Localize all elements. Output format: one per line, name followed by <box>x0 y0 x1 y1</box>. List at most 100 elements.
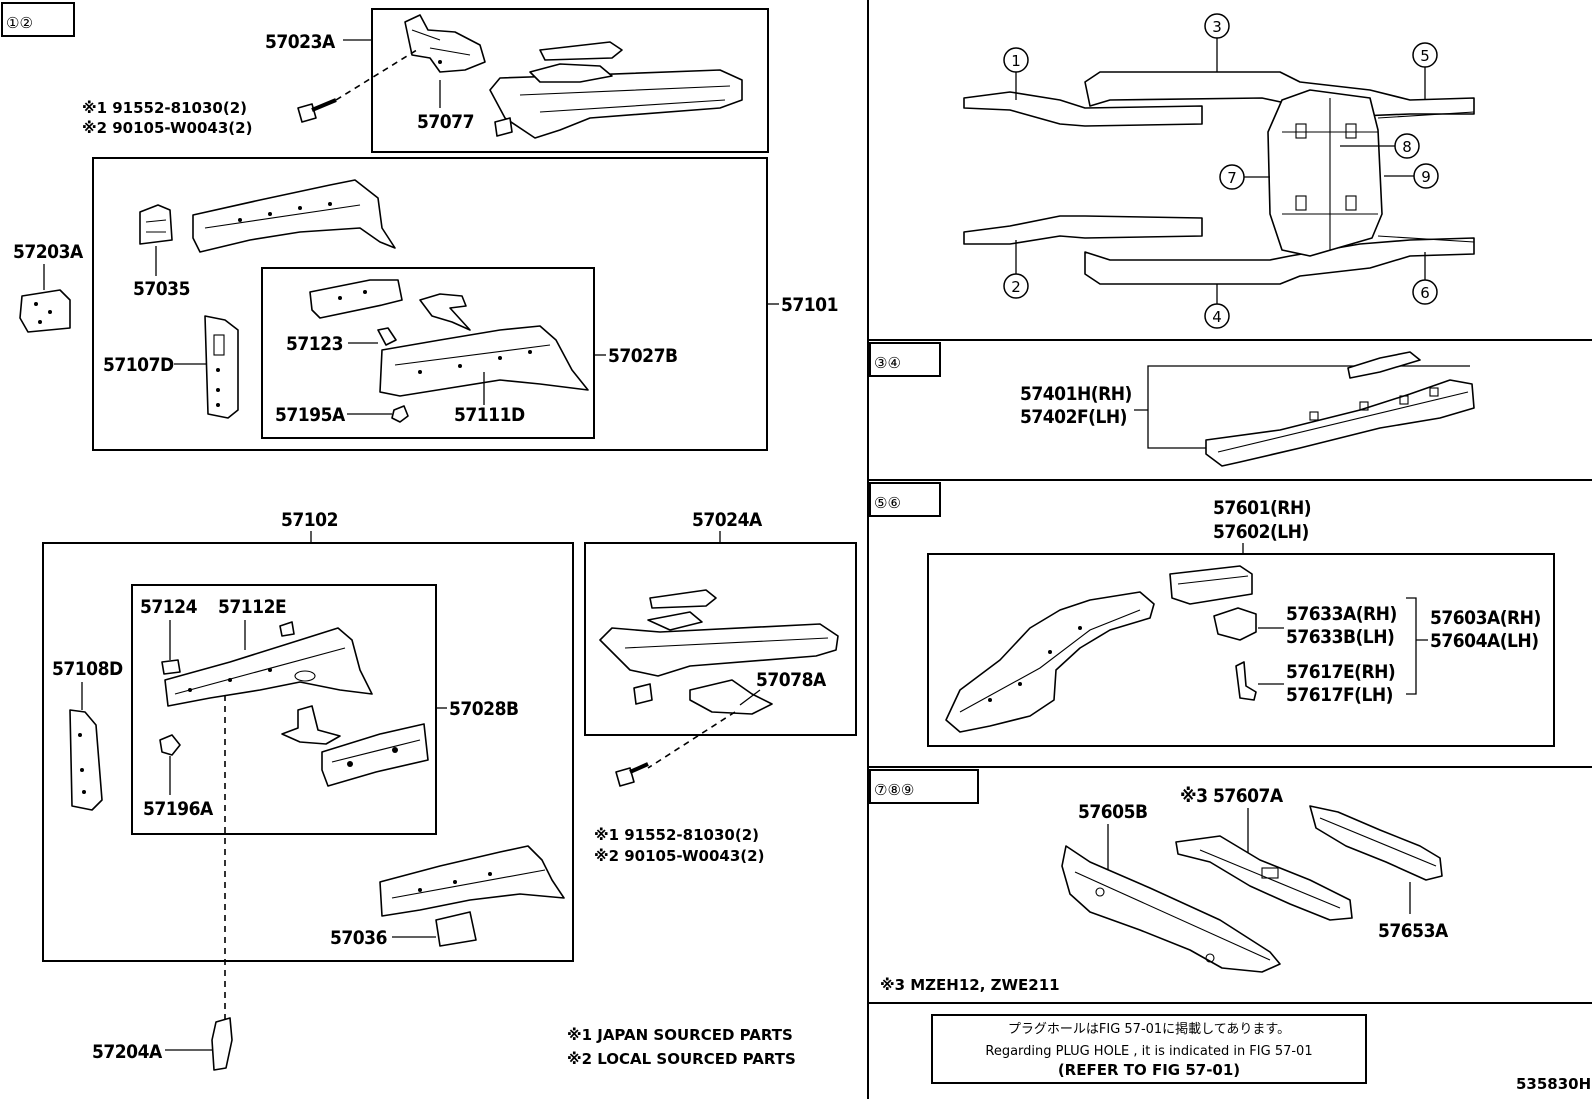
part-57077-upper-b <box>529 63 613 83</box>
part-label-57077: 57077 <box>417 111 474 133</box>
part-label-57605B: 57605B <box>1078 801 1148 823</box>
part-label-57204A: 57204A <box>92 1041 163 1063</box>
group-57101: 57101 57035 57107D 57027B 57123 57 <box>92 157 838 451</box>
group-57203A: 57203A <box>13 241 84 333</box>
part-57123 <box>377 327 397 346</box>
marker-6: 6 <box>1412 252 1438 305</box>
part-small-clip <box>279 621 295 637</box>
fastener-label-2: ※2 90105-W0043(2) <box>594 847 764 865</box>
panel-rear-rail: 57601(RH) 57602(LH) 57633A(RH) 57633B(LH… <box>927 497 1555 747</box>
part-57112E <box>164 627 373 707</box>
clip-icon <box>633 683 653 705</box>
part-57024A-rail <box>599 623 839 677</box>
note-model-applicability: ※3 MZEH12, ZWE211 <box>880 976 1060 994</box>
panel-badge-7-8-9: ⑦⑧⑨ <box>869 769 979 804</box>
part-57123-bracket <box>309 279 403 319</box>
group-box-57601 <box>927 553 1555 747</box>
part-57401H-bracket <box>1347 351 1421 379</box>
part-label-57111D: 57111D <box>454 404 525 426</box>
svg-text:3: 3 <box>1212 18 1222 36</box>
part-label-57107D: 57107D <box>103 354 174 376</box>
part-57601-extension <box>1169 565 1253 605</box>
part-label-57124: 57124 <box>140 596 198 618</box>
part-label-57027B: 57027B <box>608 345 678 367</box>
bolt-icon <box>615 767 635 787</box>
note-local-sourced: ※2 LOCAL SOURCED PARTS <box>567 1050 796 1068</box>
subgroup-box-57028B <box>131 584 437 835</box>
group-badge-1-2: ①② <box>1 2 75 37</box>
part-57077-upper-a <box>539 41 623 61</box>
overview-markers: 1 2 3 4 5 6 7 8 9 <box>1003 13 1439 329</box>
part-label-57633A: 57633A(RH) <box>1286 603 1397 625</box>
part-label-57604A: 57604A(LH) <box>1430 630 1539 652</box>
overview-floor-pan <box>1267 89 1383 257</box>
panel-badge-5-6: ⑤⑥ <box>869 482 941 517</box>
part-57024A-upper-a <box>649 589 717 609</box>
part-label-57601: 57601(RH) <box>1213 497 1311 519</box>
note-japan-sourced: ※1 JAPAN SOURCED PARTS <box>567 1026 793 1044</box>
part-57653A <box>1309 805 1443 881</box>
part-label-57035: 57035 <box>133 278 190 300</box>
part-label-57617F: 57617F(LH) <box>1286 684 1393 706</box>
plug-hole-note-ref: (REFER TO FIG 57-01) <box>1058 1061 1240 1079</box>
overview-side-upper <box>1084 71 1475 117</box>
part-57078A <box>689 679 773 715</box>
subgroup-box-57027B <box>261 267 595 439</box>
marker-3: 3 <box>1204 13 1230 72</box>
svg-text:7: 7 <box>1227 169 1237 187</box>
part-label-57617E: 57617E(RH) <box>1286 661 1395 683</box>
part-label-57203A: 57203A <box>13 241 84 263</box>
part-label-57196A: 57196A <box>143 798 214 820</box>
overview-frame <box>963 71 1475 285</box>
part-label-57123: 57123 <box>286 333 343 355</box>
part-57023A <box>404 14 486 73</box>
part-label-57603A: 57603A(RH) <box>1430 607 1541 629</box>
group-box-57023A <box>371 8 769 153</box>
svg-text:6: 6 <box>1420 284 1430 302</box>
fastener-label-1: ※1 91552-81030(2) <box>82 99 247 117</box>
part-label-57402F: 57402F(LH) <box>1020 406 1127 428</box>
marker-5: 5 <box>1412 42 1438 100</box>
part-57111D <box>379 325 589 397</box>
part-57024A-upper-b <box>647 611 703 631</box>
part-57196A <box>159 734 181 756</box>
part-label-57024A: 57024A <box>692 509 763 531</box>
part-57036 <box>435 911 477 947</box>
group-box-57102 <box>42 542 574 962</box>
svg-text:1: 1 <box>1011 52 1021 70</box>
svg-text:5: 5 <box>1420 47 1430 65</box>
part-label-57102: 57102 <box>281 509 338 531</box>
part-57035 <box>139 204 173 245</box>
catalog-id: 535830H <box>1516 1075 1591 1093</box>
part-57077 <box>489 69 743 139</box>
part-label-57023A: 57023A <box>265 31 336 53</box>
svg-text:2: 2 <box>1011 278 1021 296</box>
part-label-57108D: 57108D <box>52 658 123 680</box>
part-label-57036: 57036 <box>330 927 387 949</box>
part-label-57028B: 57028B <box>449 698 519 720</box>
clip-icon <box>494 117 513 137</box>
part-inner-bracket <box>281 705 341 745</box>
group-57023A: 57023A ※1 91552-81030(2) ※2 90105-W0043(… <box>82 8 769 153</box>
marker-4: 4 <box>1204 284 1230 329</box>
part-57203A <box>19 289 71 333</box>
part-label-57633B: 57633B(LH) <box>1286 626 1394 648</box>
part-57108D <box>69 709 103 811</box>
part-label-57607A: ※3 57607A <box>1180 785 1284 807</box>
marker-1: 1 <box>1003 47 1029 100</box>
group-57024A: 57024A 57078A ※1 91552-81030(2) ※2 90105… <box>584 509 857 865</box>
group-57102: 57102 57108D 57028B 57124 57112E 57196A <box>42 509 574 1020</box>
plug-hole-note-en: Regarding PLUG HOLE , it is indicated in… <box>985 1044 1312 1059</box>
panel-badge-text: ⑤⑥ <box>874 494 901 512</box>
panel-badge-text: ③④ <box>874 354 901 372</box>
part-upper-member <box>192 179 396 253</box>
overview-side-lower <box>1084 237 1475 285</box>
part-57204A <box>211 1017 233 1071</box>
part-57107D <box>204 315 239 419</box>
svg-text:8: 8 <box>1402 138 1412 156</box>
fastener-label-1: ※1 91552-81030(2) <box>594 826 759 844</box>
bolt-icon <box>297 103 317 123</box>
panel-badge-3-4: ③④ <box>869 342 941 377</box>
panel-crossmembers: 57605B ※3 57607A 57653A ※3 MZEH12, ZWE21… <box>880 785 1449 994</box>
